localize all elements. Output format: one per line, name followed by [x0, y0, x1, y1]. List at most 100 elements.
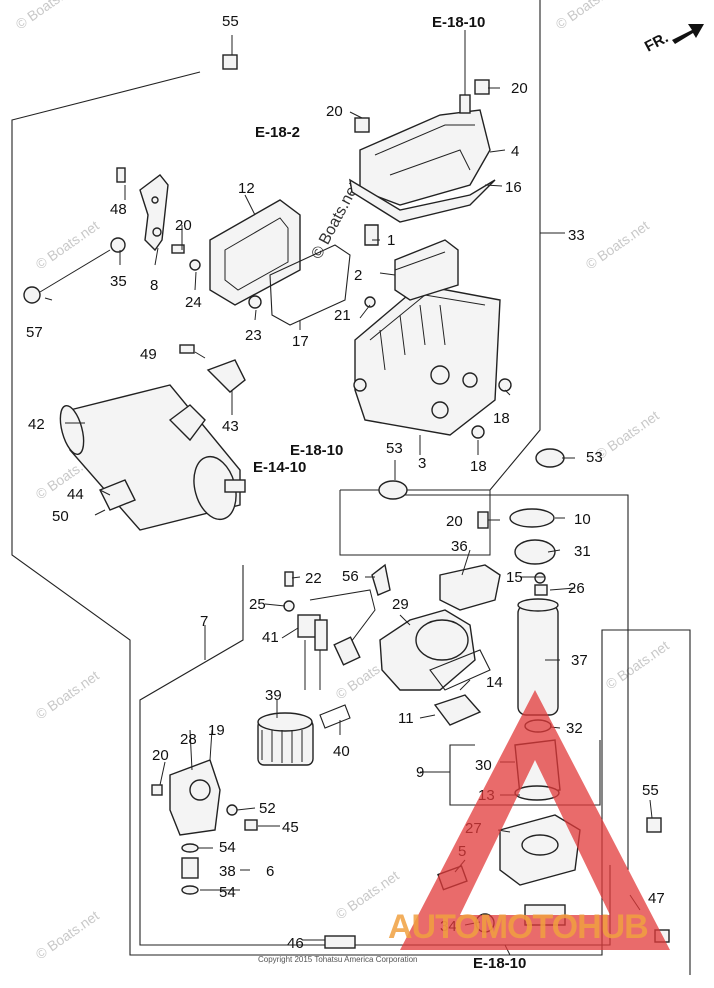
- part-number-label: 9: [416, 764, 424, 781]
- watermark: © Boats.net: [593, 407, 662, 462]
- part-number-label: 10: [574, 511, 591, 528]
- part-number-label: 26: [568, 580, 585, 597]
- part-number-label: 57: [26, 324, 43, 341]
- part-number-label: 37: [571, 652, 588, 669]
- part-number-label: 20: [152, 747, 169, 764]
- part-solenoid-2: [364, 224, 459, 301]
- part-body-3: [353, 284, 501, 436]
- part-canister-42: [59, 384, 246, 531]
- part-number-label: 31: [574, 543, 591, 560]
- part-number-label: 11: [398, 710, 414, 727]
- part-number-label: 19: [208, 722, 225, 739]
- assembly-boundary-33: [489, 0, 541, 491]
- part-number-label: 12: [238, 180, 255, 197]
- part-number-label: 15: [506, 569, 523, 586]
- watermark: © Boats.net: [603, 637, 672, 692]
- part-number-label: 53: [386, 440, 403, 457]
- part-number-label: 6: [266, 863, 274, 880]
- part-filter-39: [257, 704, 351, 766]
- part-number-label: 4: [511, 143, 519, 160]
- part-number-label: 49: [140, 346, 157, 363]
- direction-label: FR.: [642, 29, 671, 55]
- part-number-label: 32: [566, 720, 583, 737]
- part-number-label: 33: [568, 227, 585, 244]
- logo-text: AUTOMOTOHUB: [388, 908, 648, 946]
- part-number-label: 45: [282, 819, 299, 836]
- part-number-label: 2: [354, 267, 362, 284]
- part-gasket-17: [269, 244, 351, 326]
- part-gasket-12: [209, 199, 301, 306]
- part-number-label: 20: [511, 80, 528, 97]
- part-number-label: 56: [342, 568, 359, 585]
- logo-triangle-icon: [400, 690, 670, 950]
- watermark: © Boats.net: [33, 217, 102, 272]
- part-number-label: 28: [180, 731, 197, 748]
- part-number-label: 40: [333, 743, 350, 760]
- part-number-label: 38: [219, 863, 236, 880]
- reference-label: E-18-10: [290, 442, 343, 459]
- part-number-label: 54: [219, 839, 236, 856]
- part-number-label: 25: [249, 596, 266, 613]
- part-number-label: 24: [185, 294, 202, 311]
- part-joint-38: [181, 843, 199, 895]
- part-number-label: 30: [475, 757, 492, 774]
- part-number-label: 43: [222, 418, 239, 435]
- part-number-label: 8: [150, 277, 158, 294]
- reference-labels: E-18-10 E-18-2 E-18-10 E-14-10 E-18-10: [253, 14, 526, 972]
- watermark: © Boats.net: [583, 217, 652, 272]
- watermark: © Boats.net: [33, 667, 102, 722]
- part-cover-4: [349, 45, 496, 223]
- part-number-label: 52: [259, 800, 276, 817]
- copyright-text: Copyright 2015 Tohatsu America Corporati…: [258, 955, 418, 964]
- part-pump-cap-10: [509, 508, 556, 596]
- assembly-boundary-pump: [405, 494, 629, 870]
- reference-label: E-18-10: [473, 955, 526, 972]
- part-clamp-43: [179, 344, 246, 393]
- arrow-icon: [672, 24, 704, 44]
- part-number-label: 39: [265, 687, 282, 704]
- watermark: © Boats.net: [13, 0, 82, 32]
- part-number-label: 22: [305, 570, 322, 587]
- part-number-label: 18: [470, 458, 487, 475]
- part-number-label: 42: [28, 416, 45, 433]
- part-number-label: 1: [387, 232, 395, 249]
- bracket-9: [449, 740, 601, 806]
- watermark: © Boats.net: [33, 907, 102, 962]
- part-number-label: 29: [392, 596, 409, 613]
- part-number-label: 55: [222, 13, 239, 30]
- part-number-label: 18: [493, 410, 510, 427]
- part-number-label: 20: [175, 217, 192, 234]
- part-bracket-8: [23, 167, 201, 304]
- part-number-label: 35: [110, 273, 127, 290]
- part-harness-41: [283, 563, 391, 690]
- part-number-label: 23: [245, 327, 262, 344]
- part-number-label: 47: [648, 890, 665, 907]
- part-housing-29: [379, 609, 491, 726]
- part-number-label: 46: [287, 935, 304, 952]
- reference-label: E-18-10: [432, 14, 485, 31]
- part-number-label: 3: [418, 455, 426, 472]
- watermark: © Boats.net: [553, 0, 622, 32]
- part-number-label: 16: [505, 179, 522, 196]
- part-number-label: 53: [586, 449, 603, 466]
- part-number-label: 54: [219, 884, 236, 901]
- part-grommet-53: [378, 448, 565, 500]
- part-number-label: 20: [326, 103, 343, 120]
- part-number-label: 50: [52, 508, 69, 525]
- part-number-label: 55: [642, 782, 659, 799]
- part-bracket-36: [439, 511, 501, 611]
- part-number-label: 17: [292, 333, 309, 350]
- reference-label: E-14-10: [253, 459, 306, 476]
- part-number-label: 44: [67, 486, 84, 503]
- leader-assembly-top: [339, 489, 491, 556]
- direction-indicator: FR.: [642, 24, 704, 56]
- reference-label: E-18-2: [255, 124, 300, 141]
- part-number-label: 48: [110, 201, 127, 218]
- part-number-label: 14: [486, 674, 503, 691]
- part-number-label: 41: [262, 629, 279, 646]
- part-number-label: 21: [334, 307, 351, 324]
- part-plate-27: [499, 814, 581, 886]
